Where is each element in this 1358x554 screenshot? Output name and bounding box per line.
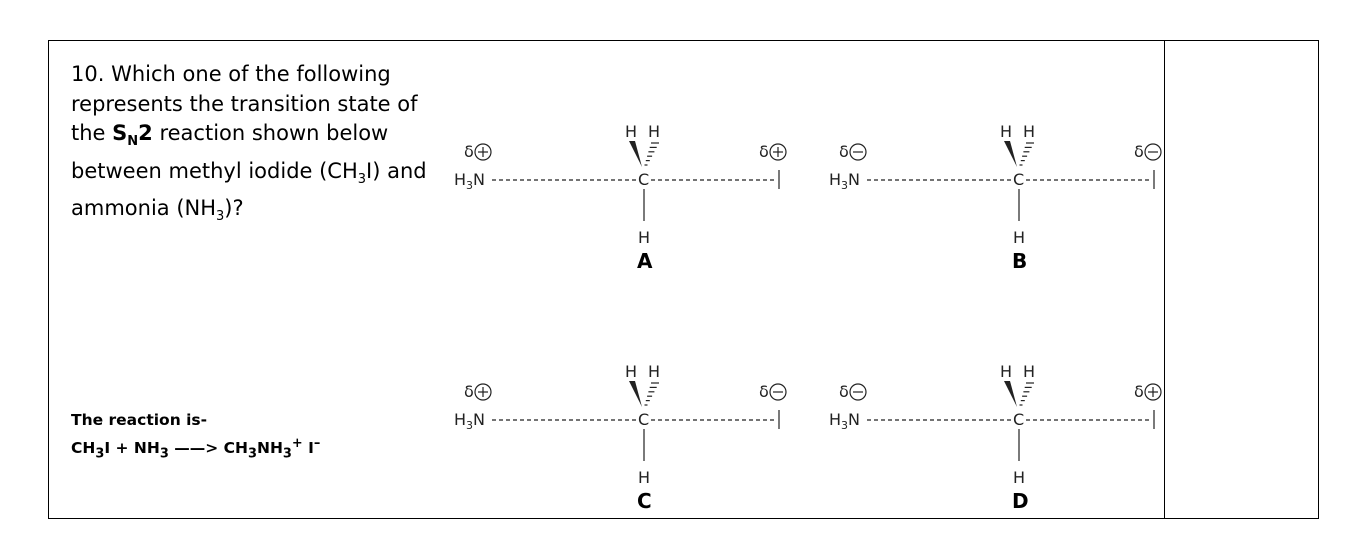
wedge-bond xyxy=(1004,381,1017,407)
wedge-bond xyxy=(629,381,642,407)
left-partial-charge xyxy=(474,383,492,401)
reaction-label: The reaction is- xyxy=(71,411,208,429)
ammonia-label: H3N xyxy=(454,410,485,432)
carbon-label: C xyxy=(638,170,649,189)
option-letter: D xyxy=(1012,489,1029,513)
delta-symbol-left: δ xyxy=(464,142,474,161)
delta-symbol-right: δ xyxy=(1134,382,1144,401)
delta-symbol-left: δ xyxy=(464,382,474,401)
carbon-label: C xyxy=(638,410,649,429)
hashed-bond xyxy=(644,382,659,406)
hydrogen-top-left: H xyxy=(625,122,637,141)
question-text: 10. Which one of the following represent… xyxy=(71,62,427,225)
hashed-bond xyxy=(1019,142,1034,166)
hashed-bond xyxy=(1019,382,1034,406)
reaction-equation: CH3I + NH3 ——> CH3NH3+ I– xyxy=(71,436,321,462)
table-column-divider xyxy=(1164,41,1165,518)
ammonia-label: H3N xyxy=(829,170,860,192)
ammonia-label: H3N xyxy=(829,410,860,432)
hydrogen-bottom: H xyxy=(638,468,650,487)
carbon-label: C xyxy=(1013,410,1024,429)
hydrogen-top-left: H xyxy=(1000,362,1012,381)
option-letter: B xyxy=(1012,249,1028,273)
hydrogen-bottom: H xyxy=(638,228,650,247)
wedge-bond xyxy=(1004,141,1017,167)
sn2-label: SN2 xyxy=(112,121,153,150)
question-text-start: Which one of the following represents th… xyxy=(71,62,418,145)
hydrogen-top-right: H xyxy=(1023,122,1035,141)
hydrogen-top-right: H xyxy=(648,122,660,141)
left-partial-charge xyxy=(474,143,492,161)
right-partial-charge xyxy=(769,143,787,161)
option-letter: C xyxy=(637,489,652,513)
right-partial-charge xyxy=(769,383,787,401)
delta-symbol-right: δ xyxy=(759,382,769,401)
hydrogen-bottom: H xyxy=(1013,228,1025,247)
hydrogen-bottom: H xyxy=(1013,468,1025,487)
carbon-label: C xyxy=(1013,170,1024,189)
ammonia-label: H3N xyxy=(454,170,485,192)
question-table: 10. Which one of the following represent… xyxy=(48,40,1319,519)
delta-symbol-left: δ xyxy=(839,382,849,401)
question-number: 10. xyxy=(71,62,105,86)
right-partial-charge xyxy=(1144,383,1162,401)
option-letter: A xyxy=(637,249,653,273)
left-partial-charge xyxy=(849,383,867,401)
hydrogen-top-left: H xyxy=(1000,122,1012,141)
hydrogen-top-right: H xyxy=(1023,362,1035,381)
hydrogen-top-right: H xyxy=(648,362,660,381)
delta-symbol-right: δ xyxy=(1134,142,1144,161)
left-partial-charge xyxy=(849,143,867,161)
delta-symbol-right: δ xyxy=(759,142,769,161)
hydrogen-top-left: H xyxy=(625,362,637,381)
wedge-bond xyxy=(629,141,642,167)
right-partial-charge xyxy=(1144,143,1162,161)
hashed-bond xyxy=(644,142,659,166)
delta-symbol-left: δ xyxy=(839,142,849,161)
